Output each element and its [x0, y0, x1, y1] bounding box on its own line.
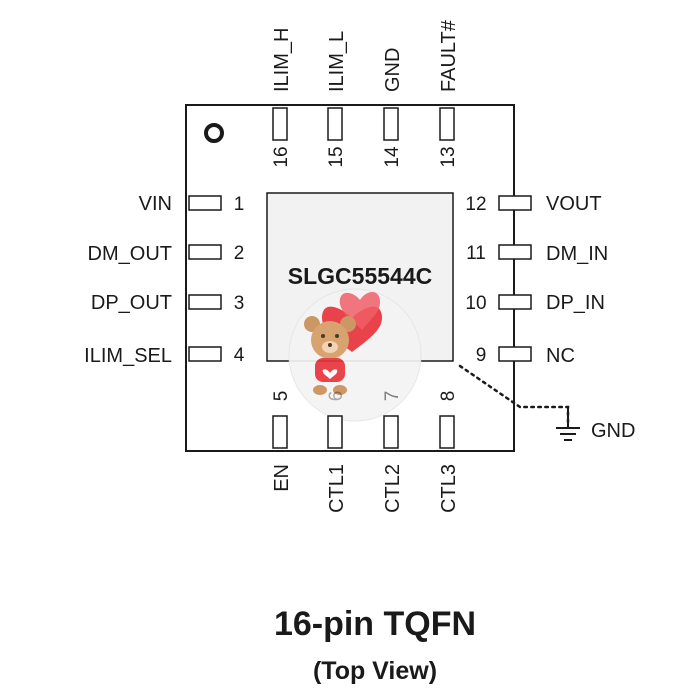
pin-pad-1	[188, 195, 222, 211]
pin-pad-12	[498, 195, 532, 211]
pin-label-ctl2: CTL2	[382, 464, 404, 513]
pin-pad-11	[498, 244, 532, 260]
pin-label-gnd-top: GND	[382, 48, 404, 92]
pin-number-9: 9	[476, 345, 487, 366]
pin-pad-8	[439, 415, 455, 449]
pin-label-dm-in: DM_IN	[546, 243, 608, 265]
pin-number-10: 10	[465, 293, 486, 314]
pin-number-8: 8	[438, 391, 459, 402]
pin-pad-16	[272, 107, 288, 141]
caption-subtitle: (Top View)	[313, 657, 437, 685]
pin-pad-9	[498, 346, 532, 362]
pin-label-dp-out: DP_OUT	[91, 292, 172, 314]
right-pins: 12 11 10 9 VOUT DM_IN DP_IN NC	[465, 193, 608, 367]
bottom-pins: 5 6 7 8 EN CTL1 CTL2 CTL3	[271, 391, 460, 513]
pin-label-dp-in: DP_IN	[546, 292, 605, 314]
pin-pad-10	[498, 294, 532, 310]
pin-number-4: 4	[234, 345, 245, 366]
pin-label-ilim-sel: ILIM_SEL	[84, 345, 172, 367]
pin-number-16: 16	[271, 146, 292, 167]
pin-number-12: 12	[465, 194, 486, 215]
pin1-marker-icon	[204, 123, 224, 143]
pin-number-14: 14	[382, 146, 403, 168]
pin-pad-14	[383, 107, 399, 141]
pin-pad-3	[188, 294, 222, 310]
pin-label-dm-out: DM_OUT	[88, 243, 172, 265]
bear-sticker-icon	[288, 288, 422, 422]
pin-label-ilim-h: ILIM_H	[271, 28, 293, 92]
pin-number-13: 13	[438, 146, 459, 167]
pin-number-11: 11	[466, 243, 486, 264]
pin-pad-5	[272, 415, 288, 449]
pin-number-7: 7	[382, 391, 403, 402]
pin-number-6: 6	[326, 391, 347, 402]
pin-number-15: 15	[326, 146, 347, 167]
pin-label-fault: FAULT#	[438, 19, 460, 92]
pin-label-vin: VIN	[139, 193, 172, 215]
pin-label-vout: VOUT	[546, 193, 602, 215]
pin-pad-15	[327, 107, 343, 141]
top-pins: 16 15 14 13 ILIM_H ILIM_L GND FAULT#	[271, 19, 460, 167]
pin-pad-7	[383, 415, 399, 449]
pin-pad-4	[188, 346, 222, 362]
pin-number-3: 3	[234, 293, 245, 314]
pin-label-en: EN	[271, 464, 293, 492]
pin-number-1: 1	[234, 194, 245, 215]
pin-label-nc: NC	[546, 345, 575, 367]
pin-pad-6	[327, 415, 343, 449]
pin-label-ctl3: CTL3	[438, 464, 460, 513]
pin-label-ilim-l: ILIM_L	[326, 31, 348, 92]
pin-pad-13	[439, 107, 455, 141]
pin-label-ctl1: CTL1	[326, 464, 348, 513]
ground-symbol-icon	[556, 407, 580, 441]
left-pins: 1 2 3 4 VIN DM_OUT DP_OUT ILIM_SEL	[84, 193, 245, 367]
caption-title: 16-pin TQFN	[274, 605, 476, 643]
pin-number-5: 5	[271, 391, 292, 402]
ground-label: GND	[591, 420, 635, 442]
pin-number-2: 2	[234, 243, 245, 264]
chip-part-number: SLGC55544C	[288, 263, 432, 289]
pin-pad-2	[188, 244, 222, 260]
